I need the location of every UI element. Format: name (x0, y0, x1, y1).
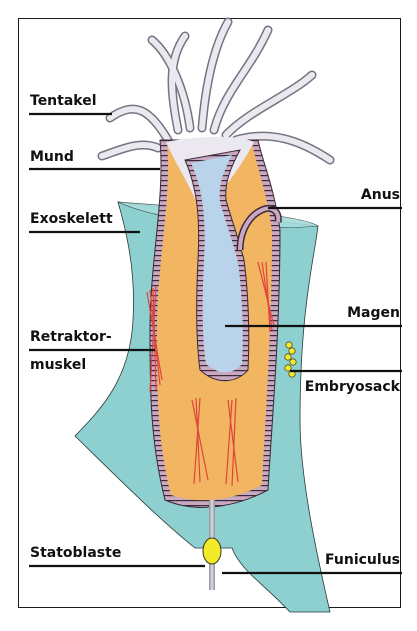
label-embryosack: Embryosack (305, 379, 400, 395)
label-anus: Anus (361, 187, 400, 203)
label-statoblaste: Statoblaste (30, 545, 121, 561)
label-magen: Magen (347, 305, 400, 321)
label-mund: Mund (30, 149, 74, 165)
label-retraktor-line1: Retraktor- (30, 329, 112, 345)
label-tentakel: Tentakel (30, 93, 97, 109)
statoblast (203, 538, 221, 564)
label-retraktor-line2: muskel (30, 357, 86, 373)
label-funiculus: Funiculus (325, 552, 400, 568)
label-exoskelett: Exoskelett (30, 211, 113, 227)
